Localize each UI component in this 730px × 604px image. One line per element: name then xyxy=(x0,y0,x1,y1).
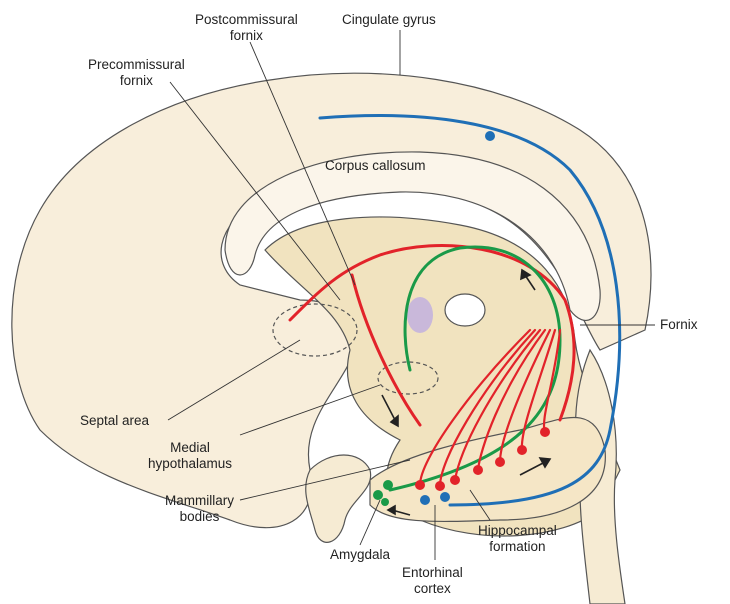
label-line: fornix xyxy=(229,28,263,43)
label-line: Hippocampal xyxy=(478,523,557,538)
label-line: fornix xyxy=(119,73,153,88)
corpus-callosum xyxy=(224,151,601,321)
medial-hypothalamus-region xyxy=(377,361,439,395)
amygdala-neurons xyxy=(373,480,393,506)
label-corpus-callosum: Corpus callosum xyxy=(325,158,426,173)
label-line: Postcommissural xyxy=(195,12,298,27)
label-amygdala: Amygdala xyxy=(330,547,391,562)
hippocampal-neurons xyxy=(415,427,550,491)
label-fornix: Fornix xyxy=(660,317,698,332)
label-line: hypothalamus xyxy=(148,456,233,471)
label-septal-area: Septal area xyxy=(80,413,150,428)
label-line: Mammillary xyxy=(165,493,234,508)
optic-chiasm-pituitary xyxy=(305,454,372,543)
label-line: cortex xyxy=(414,581,451,596)
cingulate-pathway xyxy=(318,114,622,507)
label-line: Entorhinal xyxy=(402,565,463,580)
label-line: bodies xyxy=(179,509,220,524)
label-cingulate-gyrus: Cingulate gyrus xyxy=(342,12,436,27)
precommissural-pathway xyxy=(288,244,576,427)
postcommissural-pathway xyxy=(388,245,562,492)
cingulate-neuron xyxy=(485,131,495,141)
label-line: formation xyxy=(489,539,546,554)
label-line: Precommissural xyxy=(88,57,185,72)
label-line: Medial xyxy=(170,440,210,455)
septal-area-region xyxy=(272,303,358,357)
highlight-oval xyxy=(407,297,433,333)
leader-lines xyxy=(167,30,655,560)
entorhinal-neurons xyxy=(420,492,450,505)
flow-arrows xyxy=(381,268,552,516)
interthalamic-adhesion xyxy=(444,293,486,327)
